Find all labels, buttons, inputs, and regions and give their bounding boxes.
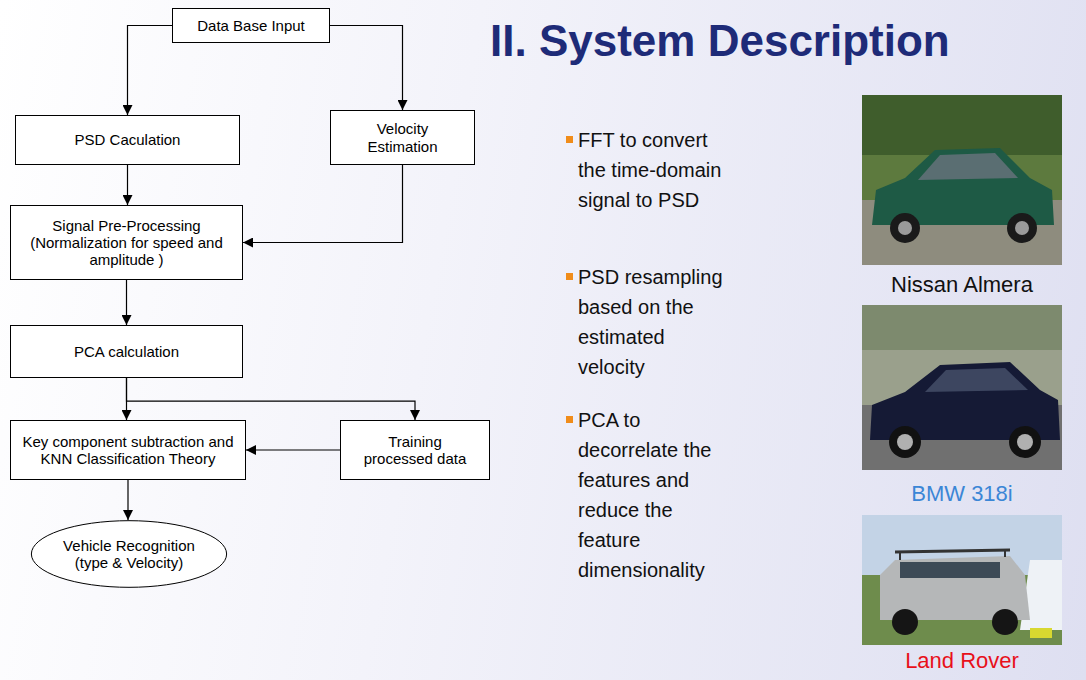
car-window [918, 153, 1018, 180]
car-wheel [1007, 213, 1037, 243]
car-hub [1015, 221, 1029, 235]
roof-rack [899, 552, 901, 560]
car-photo [862, 515, 1062, 645]
box-label: PCA calculation [74, 343, 179, 360]
flow-arrow [127, 378, 416, 420]
process-box: Velocity Estimation [330, 110, 475, 165]
process-box: PSD Caculation [15, 115, 240, 165]
slide-title: II. System Description [490, 16, 950, 66]
car-photo [862, 305, 1062, 470]
car-hub [898, 221, 912, 235]
car-body [872, 148, 1054, 225]
bullet-text: PSD resampling based on the estimated ve… [578, 262, 728, 382]
bullet-text: FFT to convert the time-domain signal to… [578, 125, 728, 215]
bullet-text: PCA to decorrelate the features and redu… [578, 405, 728, 585]
flow-arrow [126, 280, 127, 325]
flow-arrow [127, 480, 128, 520]
bullet-square [566, 136, 573, 143]
ground-item [1030, 628, 1052, 638]
vehicle-name: BMW 318i [862, 481, 1062, 507]
car-wheel [992, 609, 1018, 635]
hedge [862, 95, 1062, 155]
vehicle-name: Land Rover [862, 649, 1062, 673]
vehicle-name: Nissan Almera [862, 272, 1062, 298]
flow-arrow [128, 26, 173, 116]
trees [862, 305, 1062, 350]
process-box: Key component subtraction and KNN Classi… [10, 420, 246, 480]
box-label: Training processed data [359, 433, 471, 468]
car-wheel [890, 213, 920, 243]
photo-background [862, 95, 1062, 265]
box-label: PSD Caculation [75, 131, 181, 148]
box-label: Signal Pre-Processing (Normalization for… [17, 217, 236, 269]
car-wheel [892, 609, 918, 635]
terminal-ellipse: Vehicle Recognition (type & Velocity) [30, 520, 228, 588]
process-box: PCA calculation [10, 325, 243, 378]
car-hub [897, 434, 913, 450]
ellipse-outline [31, 521, 226, 588]
suv-window [900, 562, 1000, 578]
bullet-square [566, 416, 573, 423]
roof-rack [1004, 550, 1006, 557]
box-label: Velocity Estimation [349, 120, 456, 155]
roof-rack [895, 550, 1010, 552]
flow-arrow [127, 165, 128, 205]
data-box: Training processed data [340, 420, 490, 480]
photo-background [862, 305, 1062, 470]
car-wheel [1009, 426, 1041, 458]
bullet-square [566, 273, 573, 280]
car-wheel [889, 426, 921, 458]
box-label: Data Base Input [197, 17, 305, 34]
flow-arrow [243, 165, 403, 243]
box-label: Key component subtraction and KNN Classi… [17, 433, 239, 468]
car-photo [862, 95, 1062, 265]
car-window [925, 368, 1028, 392]
flow-arrow [330, 26, 403, 111]
flow-arrow [246, 449, 340, 450]
car-hub [1017, 434, 1033, 450]
input-box: Data Base Input [172, 8, 330, 43]
process-box: Signal Pre-Processing (Normalization for… [10, 205, 243, 280]
box-label: Vehicle Recognition (type & Velocity) [52, 537, 206, 572]
